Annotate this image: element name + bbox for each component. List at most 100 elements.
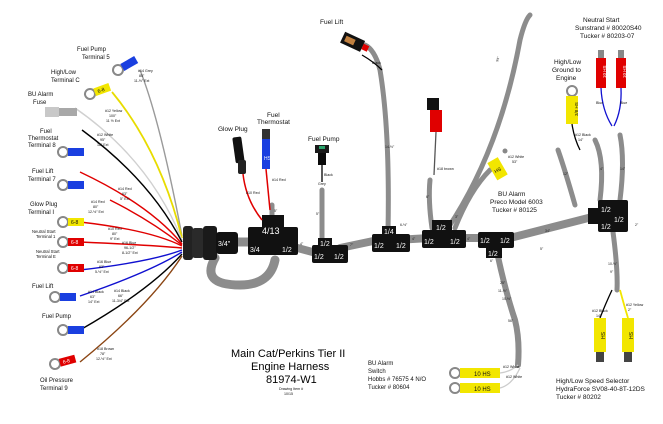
sleeve-label: 4" bbox=[600, 167, 604, 171]
label-fuel-lift: Fuel Lift bbox=[32, 284, 54, 290]
junction-12b[interactable]: 1/2 1/2 1/2 bbox=[422, 220, 466, 248]
ground-len: 14" bbox=[578, 138, 584, 142]
selector-len1: 14" bbox=[596, 314, 602, 318]
sleeve-label: 10-½" bbox=[608, 262, 618, 266]
fuel-pump-wire1: Black bbox=[324, 173, 333, 177]
junction-label: 1/2 bbox=[334, 254, 344, 261]
sleeve-label: 14-½" bbox=[385, 145, 395, 149]
label-fuel-lift-7-l2: Terminal 7 bbox=[28, 177, 56, 183]
selector-tag1: HS bbox=[601, 331, 607, 339]
wire-spec-labels: #14 Grey 85" 11-½" Ext #12 Yellow 100" 1… bbox=[88, 69, 153, 361]
fuel-pump-connector[interactable]: Fuel Pump Black Grey bbox=[308, 136, 340, 186]
glow-plug[interactable]: Glow Plug #10 Red bbox=[218, 126, 263, 221]
sleeve-label: 25" bbox=[500, 281, 506, 285]
glow-plug-wire: #10 Red bbox=[246, 191, 260, 195]
label-fuel-therm-l3: Terminal 8 bbox=[28, 143, 56, 149]
fuel-thermostat-label1: Fuel bbox=[267, 112, 280, 119]
terminal-high-low-c[interactable]: 6-8 bbox=[84, 82, 112, 100]
terminal-neutral-start-e[interactable]: 6-8 bbox=[57, 262, 84, 274]
ring-text: 6-8 bbox=[71, 240, 78, 246]
neutral-start-tag2: 10 HS bbox=[622, 65, 627, 78]
terminal-fuel-pump-5[interactable] bbox=[111, 55, 139, 77]
spec-white-len2: 12" Ext bbox=[97, 143, 108, 147]
title-block: Main Cat/Perkins Tier II Engine Harness … bbox=[231, 348, 345, 396]
junction-12a[interactable]: 1/2 1/2 1/2 bbox=[312, 238, 348, 263]
ring-text: 6-8 bbox=[62, 358, 71, 366]
junction-label: 1/2 bbox=[282, 247, 292, 254]
junction-12c[interactable]: 1/2 1/2 1/2 bbox=[478, 232, 514, 258]
junction-14[interactable]: 1/4 1/2 1/2 bbox=[372, 226, 410, 252]
ground-line1: High/Low bbox=[554, 59, 581, 66]
bu-alarm-switch[interactable]: BU Alarm Switch Hobbs # 76575 4 N/O Tuck… bbox=[368, 361, 522, 394]
bu-alarm-wire1: #18 brown bbox=[437, 167, 454, 171]
spec-yellow-len2: 11 ½ Ext bbox=[106, 119, 120, 123]
label-fuel-pump: Fuel Pump bbox=[42, 314, 72, 320]
selector-line2: HydraForce SV08-40-8T-12DS bbox=[556, 386, 646, 393]
wire-white bbox=[74, 107, 183, 241]
title-line2: Engine Harness bbox=[251, 361, 330, 373]
label-bu-alarm-l2: Fuse bbox=[33, 100, 47, 106]
bu-alarm-red-connector[interactable]: #18 brown bbox=[427, 98, 454, 176]
label-high-low-l2: Terminal C bbox=[51, 78, 80, 84]
sleeve-label: 4" bbox=[300, 242, 304, 246]
wire-red-a bbox=[79, 171, 183, 245]
terminal-neutral-start-1[interactable]: 6-8 bbox=[57, 236, 84, 248]
spec-black1-wire: #14 Black bbox=[88, 290, 104, 294]
label-neutral-1-l2: Terminal 1 bbox=[36, 234, 56, 239]
main-connector[interactable]: 3/4" bbox=[183, 226, 238, 260]
terminal-bu-alarm-fuse[interactable] bbox=[45, 107, 77, 117]
junction-label: 1/2 bbox=[424, 239, 434, 246]
selector-len2: 2" bbox=[628, 308, 632, 312]
spec-red1-wire: #14 Red bbox=[118, 187, 132, 191]
label-neutral-e-l1: Neutral Start bbox=[36, 249, 60, 254]
junction-label: 1/2 bbox=[488, 251, 498, 258]
switch-line3: Hobbs # 76575 4 N/O bbox=[368, 377, 426, 383]
left-terminals: 6-8 6-8 6-8 6-8 bbox=[45, 55, 139, 370]
sleeve-label: 94" bbox=[495, 55, 501, 62]
sleeve-label: 4" bbox=[412, 237, 416, 241]
spec-blue1-len1: 96-1/2" bbox=[124, 246, 136, 250]
bu-alarm-preco[interactable]: HS #12 White 53" BU Alarm Preco Model 60… bbox=[487, 148, 543, 215]
spec-grey-wire: #14 Grey bbox=[138, 69, 153, 73]
label-fuel-pump-5-l2: Terminal 5 bbox=[82, 55, 110, 61]
terminal-glow-plug-i[interactable]: 6-8 bbox=[57, 216, 84, 228]
title-small1: Drawing Item # bbox=[279, 387, 303, 391]
fuel-lift-connector[interactable]: Fuel Lift Black bbox=[320, 19, 383, 71]
spec-black1-len2: 14" Ext bbox=[88, 300, 99, 304]
sleeve-label: 5" bbox=[274, 209, 278, 213]
fuel-thermostat[interactable]: Fuel Thermostat HS #14 Red bbox=[257, 112, 290, 211]
ring-text: 6-8 bbox=[71, 220, 78, 226]
sleeve-label: 14" bbox=[620, 167, 626, 171]
spec-red3-wire: #10 Red bbox=[108, 227, 122, 231]
high-low-ground[interactable]: High/Low Ground to Engine 3/8 HS #12 Bla… bbox=[552, 59, 591, 151]
sleeve-label: 5" bbox=[540, 247, 544, 251]
switch-line1: BU Alarm bbox=[368, 361, 393, 367]
terminal-fuel-thermostat-8[interactable] bbox=[57, 146, 84, 158]
terminal-fuel-lift-7[interactable] bbox=[57, 179, 84, 191]
wire-grey bbox=[139, 69, 183, 237]
spec-white-wire: #12 White bbox=[97, 133, 113, 137]
spec-blue2-len1: 63" bbox=[99, 265, 105, 269]
fuel-thermostat-tag: HS bbox=[264, 156, 272, 162]
label-glow-plug-l2: Terminal I bbox=[28, 210, 54, 216]
label-fuel-lift-7-l1: Fuel Lift bbox=[32, 169, 54, 175]
terminal-oil-pressure-9[interactable]: 6-8 bbox=[49, 354, 77, 370]
high-low-selector[interactable]: #12 Black 14" #12 Yellow 2" HS HS High/L… bbox=[556, 289, 646, 401]
sleeve-label: 9" bbox=[610, 270, 614, 274]
terminal-fuel-lift[interactable] bbox=[49, 291, 76, 303]
terminal-fuel-pump[interactable] bbox=[57, 324, 84, 336]
neutral-start[interactable]: Neutral Start Sunstrand # 80020S40 Tucke… bbox=[575, 17, 642, 127]
selector-line1: High/Low Speed Selector bbox=[556, 378, 630, 385]
junction-413[interactable]: 4/13 3/4 1/2 bbox=[248, 215, 298, 255]
spec-black1-len1: 63" bbox=[90, 295, 96, 299]
sleeve-label: 5" bbox=[316, 212, 320, 216]
neutral-start-tag1: 10 HS bbox=[602, 65, 607, 78]
fuel-thermostat-label2: Thermostat bbox=[257, 119, 290, 126]
sleeve-label: 12" bbox=[563, 172, 569, 176]
spec-brown-len2: 12-½" Ext bbox=[96, 357, 112, 361]
label-bu-alarm-l1: BU Alarm bbox=[28, 92, 53, 98]
junction-12d[interactable]: 1/2 1/2 1/2 bbox=[588, 200, 628, 232]
neutral-start-wire1: Blue bbox=[596, 101, 603, 105]
title-small2: 10/15 bbox=[284, 392, 293, 396]
bu-alarm-len: 53" bbox=[512, 160, 518, 164]
